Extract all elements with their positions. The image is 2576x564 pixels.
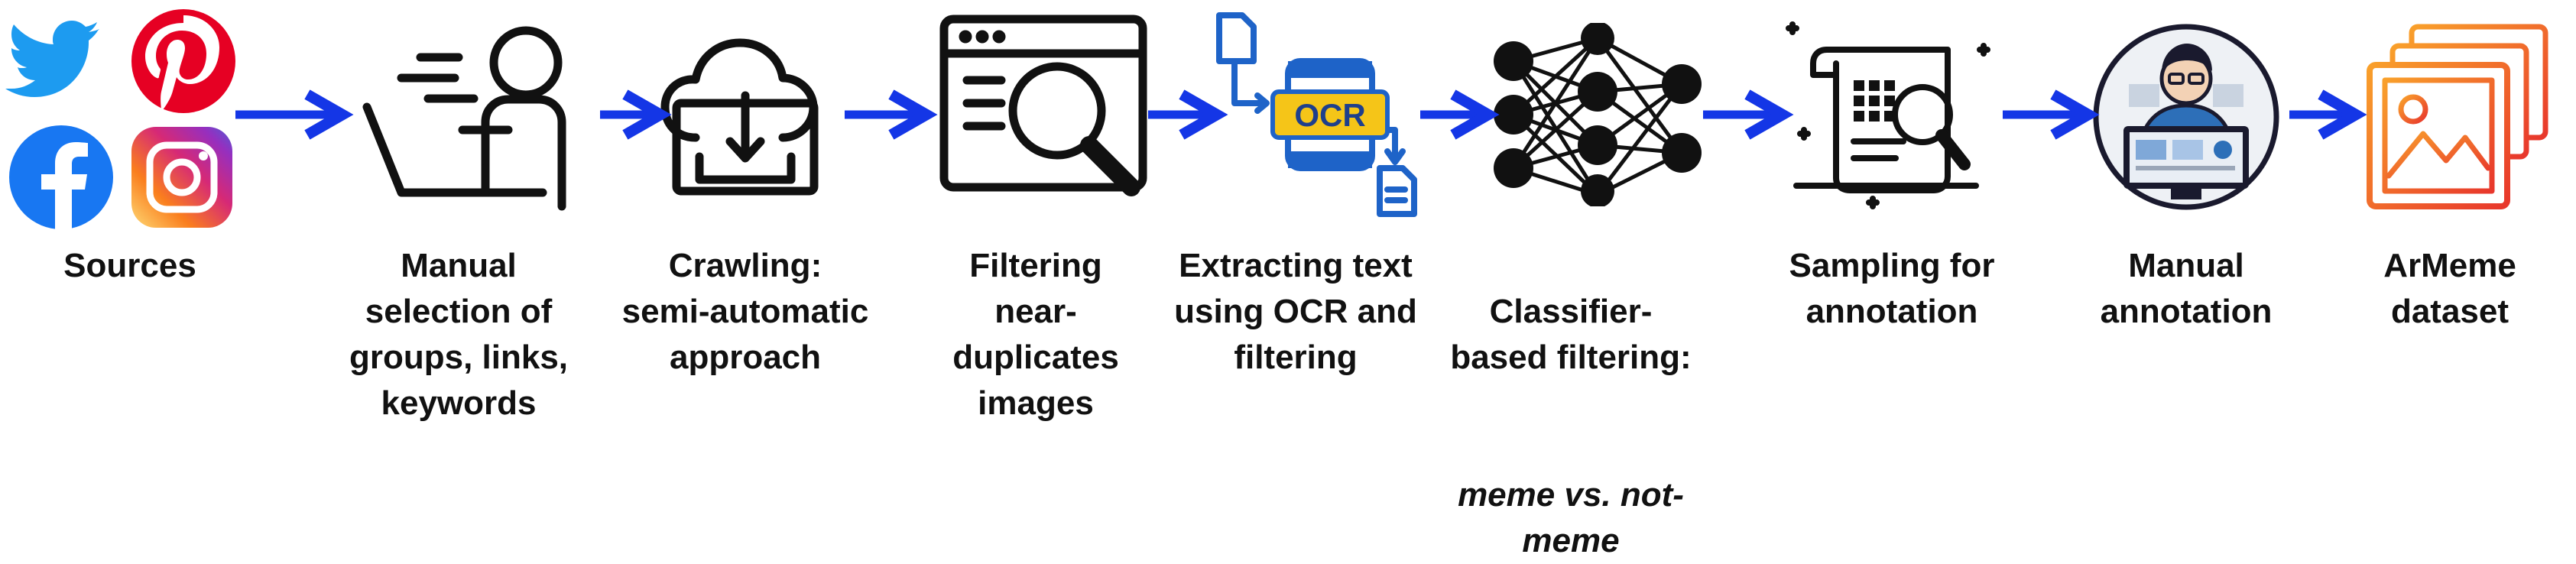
ocr-icon-text: OCR (1294, 97, 1365, 133)
stage-label-crawling: Crawling: semi-automatic approach (621, 247, 869, 376)
twitter-icon (5, 21, 99, 97)
pinterest-icon (131, 9, 235, 113)
stage-label-armeme-dataset: ArMeme dataset (2383, 247, 2516, 330)
stage-label-manual-annotation: Manual annotation (2100, 247, 2273, 330)
facebook-icon (9, 125, 113, 229)
pipeline-diagram: OCR (5, 9, 2548, 559)
stage-label-classifier-italic: meme vs. not- meme (1458, 476, 1684, 559)
stage-label-filtering-duplicates: Filtering near- duplicates images (952, 247, 1119, 422)
document-magnifier-icon (1786, 21, 1990, 209)
image-stack-icon (2367, 24, 2548, 209)
annotator-icon (2093, 24, 2279, 210)
stage-label-classifier-main: Classifier- based filtering: (1450, 293, 1692, 376)
stage-label-extracting-text: Extracting text using OCR and filtering (1174, 247, 1417, 376)
neural-network-icon (1494, 23, 1702, 206)
flow-arrows (235, 89, 2367, 140)
browser-magnifier-icon (939, 15, 1147, 196)
stage-label-manual-selection: Manual selection of groups, links, keywo… (349, 247, 569, 422)
ocr-document-icon: OCR (1216, 12, 1417, 217)
stage-label-sampling: Sampling for annotation (1789, 247, 1995, 330)
person-laptop-icon (362, 26, 566, 211)
stage-label-sources: Sources (63, 247, 196, 284)
instagram-icon (131, 127, 232, 228)
stage-label-classifier-filtering: Classifier- based filtering: meme vs. no… (1445, 243, 1697, 564)
sources-icons (5, 9, 235, 229)
